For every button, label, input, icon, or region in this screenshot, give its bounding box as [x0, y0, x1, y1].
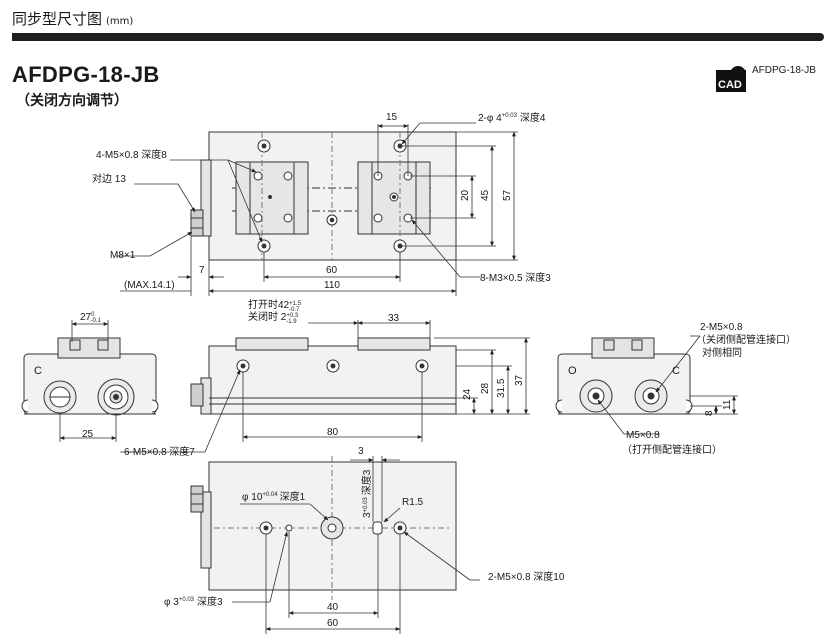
top-hex-nut [190, 209, 204, 237]
left-jaw [235, 161, 309, 235]
pin-hole-depth: 深度4 [520, 111, 546, 124]
section-title-text: 同步型尺寸图 [12, 10, 103, 28]
end-view-right [555, 337, 693, 415]
dim-7: 7 [199, 265, 205, 276]
side-tap-callout: 6-M5×0.8 深度7 [124, 445, 195, 458]
across-flats-callout: 对边 13 [92, 172, 126, 185]
open-stroke-label: 打开时42+1.5-0.7 [248, 298, 302, 313]
dim-80: 80 [327, 427, 339, 438]
end-view-left-labels: 270-0.1 C 25 [34, 312, 101, 440]
cad-reference-label[interactable]: AFDPG-18-JB [752, 65, 816, 76]
right-o-label: O [568, 365, 577, 377]
dim-25: 25 [82, 429, 94, 440]
close-stroke-label: 关闭时 2+0.3-1.9 [248, 310, 299, 325]
dim-27: 270-0.1 [80, 312, 101, 324]
dim-60-top: 60 [326, 265, 338, 276]
cad-icon[interactable]: CAD [716, 66, 746, 92]
end-view-left [21, 337, 159, 416]
front-view [190, 337, 457, 415]
bottom-pin-text: φ 3 [164, 597, 179, 608]
dim-27-tol-lo: -0.1 [90, 318, 101, 324]
open-stroke-tol-lo: -0.7 [289, 307, 300, 313]
bottom-view-dims [232, 456, 480, 634]
dim-31-5: 31.5 [496, 378, 507, 398]
pin-hole-tol: +0.03 [502, 113, 518, 119]
bottom-tap-callout: 2-M5×0.8 深度10 [488, 570, 565, 583]
dim-57: 57 [502, 189, 513, 201]
model-name: AFDPG-18-JB [12, 62, 160, 87]
ports-callout: 2-M5×0.8 [700, 322, 743, 333]
left-c-label: C [34, 365, 42, 377]
end-view-left-dims [59, 320, 117, 442]
dim-24: 24 [462, 388, 473, 400]
dim-37: 37 [514, 374, 525, 386]
dim-3: 3 [358, 446, 364, 457]
model-subtitle: （关闭方向调节） [16, 93, 128, 109]
end-view-right-labels: 2-M5×0.8 （关闭侧配管连接口） 对侧相同 O C M5×0.8 （打开侧… [568, 322, 796, 456]
dim-60-bottom: 60 [327, 618, 339, 629]
unit-label: (mm) [106, 16, 134, 27]
section-title: 同步型尺寸图(mm) [12, 8, 133, 29]
cad-icon-label: CAD [718, 79, 742, 91]
dim-33: 33 [388, 313, 400, 324]
open-port-callout: M5×0.8 [626, 430, 660, 441]
ports-note: （关闭侧配管连接口） [696, 333, 796, 346]
opposite-note: 对侧相同 [702, 346, 742, 359]
header-divider-bar [12, 33, 824, 41]
dim-110: 110 [324, 280, 340, 291]
front-view-labels: 打开时42+1.5-0.7 关闭时 2+0.3-1.9 33 80 24 28 … [124, 298, 525, 458]
dim-20: 20 [460, 189, 471, 201]
open-port-note: （打开侧配管连接口） [622, 443, 722, 456]
center-hole-tol: +0.04 [262, 492, 278, 498]
front-view-dims [120, 320, 530, 453]
bottom-view [190, 456, 457, 600]
dim-45: 45 [480, 189, 491, 201]
slot-width-text: 3 [362, 512, 373, 518]
center-hole-depth: 深度1 [280, 490, 306, 503]
bottom-pin-tol: +0.03 [179, 597, 195, 603]
top-view [190, 131, 457, 261]
dim-27-value: 27 [80, 312, 92, 323]
pin-hole-text: 2-φ 4 [478, 113, 502, 124]
radius-callout: R1.5 [402, 497, 424, 508]
dim-11: 11 [722, 399, 733, 410]
close-stroke-tol-lo: -1.9 [286, 319, 297, 325]
slot-depth: 深度3 [360, 469, 373, 495]
dim-28: 28 [480, 382, 491, 394]
slot-tol: +0.03 [363, 497, 369, 513]
dim-40: 40 [327, 602, 339, 613]
dim-8: 8 [704, 410, 715, 416]
open-stroke-text: 打开时42 [248, 298, 290, 311]
bottom-pin-depth: 深度3 [197, 595, 223, 608]
dim-15: 15 [386, 112, 398, 123]
slot-callout: 3+0.03 深度3 [360, 469, 373, 518]
top-view-dims [116, 122, 518, 296]
dim-max: (MAX.14.1) [124, 280, 175, 291]
close-stroke-text: 关闭时 2 [248, 310, 287, 323]
open-stroke-tol-hi: +1.5 [289, 301, 302, 307]
thread-callout: M8×1 [110, 250, 136, 261]
small-tap-callout: 8-M3×0.5 深度3 [480, 271, 551, 284]
center-hole-text: φ 10 [242, 492, 263, 503]
tapped-jaw-callout: 4-M5×0.8 深度8 [96, 148, 167, 161]
end-view-right-dims [597, 335, 738, 435]
right-c-label: C [672, 365, 680, 377]
close-stroke-tol-hi: +0.3 [286, 313, 299, 319]
dim-27-tol-hi: 0 [91, 312, 95, 318]
